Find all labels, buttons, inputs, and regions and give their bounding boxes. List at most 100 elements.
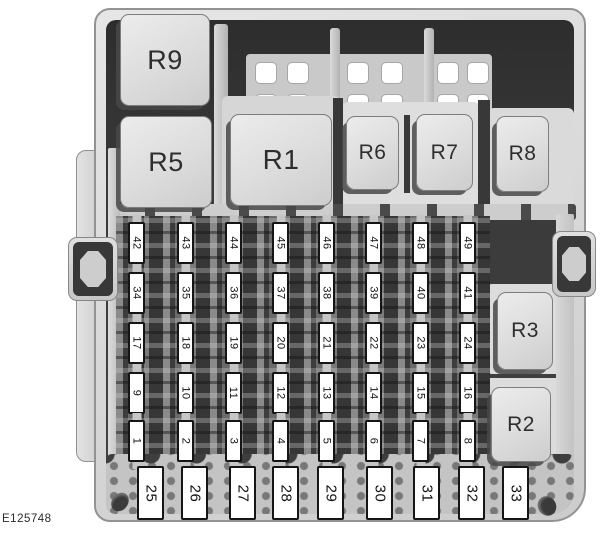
- empty-relay-slot: [347, 62, 369, 84]
- fuse-14: 14: [365, 372, 382, 414]
- fuse-6: 6: [365, 420, 382, 462]
- fuse-number: 4: [274, 437, 287, 445]
- fuse-number: 48: [414, 236, 427, 250]
- fuse-number: 21: [320, 336, 333, 350]
- fuse-number: 29: [322, 484, 339, 502]
- fuse-number: 37: [274, 286, 287, 300]
- relay-label: R8: [508, 142, 537, 165]
- fuse-number: 25: [142, 484, 159, 502]
- fuse-9: 9: [128, 372, 145, 414]
- fuse-48: 48: [412, 222, 429, 264]
- fuse-7: 7: [412, 420, 429, 462]
- fuse-number: 14: [367, 386, 380, 400]
- fuse-18: 18: [177, 322, 194, 364]
- fuse-number: 13: [320, 386, 333, 400]
- fuse-number: 49: [461, 236, 474, 250]
- mounting-ear-left: [68, 237, 118, 301]
- fuse-21: 21: [318, 322, 335, 364]
- fuse-31: 31: [413, 466, 440, 520]
- fuse-24: 24: [459, 322, 476, 364]
- fuse-number: 18: [179, 336, 192, 350]
- fuse-number: 12: [274, 386, 287, 400]
- fuse-36: 36: [225, 272, 242, 314]
- fuse-22: 22: [365, 322, 382, 364]
- fuse-number: 5: [320, 437, 333, 445]
- fuse-number: 10: [179, 386, 192, 400]
- relay-r6: R6: [346, 116, 399, 190]
- fuse-number: 44: [227, 236, 240, 250]
- fuse-3: 3: [225, 420, 242, 462]
- fuse-number: 30: [371, 484, 388, 502]
- seat-divider: [478, 100, 490, 216]
- fuse-number: 8: [461, 437, 474, 445]
- fuse-number: 6: [367, 437, 380, 445]
- fuse-16: 16: [459, 372, 476, 414]
- fuse-47: 47: [365, 222, 382, 264]
- empty-relay-slot: [437, 62, 459, 84]
- relay-label: R9: [147, 44, 183, 75]
- fuse-8: 8: [459, 420, 476, 462]
- fuse-number: 22: [367, 336, 380, 350]
- fuse-35: 35: [177, 272, 194, 314]
- fuse-15: 15: [412, 372, 429, 414]
- fuse-10: 10: [177, 372, 194, 414]
- relay-r7: R7: [416, 114, 473, 191]
- relay-r9: R9: [120, 14, 210, 106]
- fuse-30: 30: [366, 466, 393, 520]
- fuse-2: 2: [177, 420, 194, 462]
- fuse-42: 42: [128, 222, 145, 264]
- fuse-29: 29: [317, 466, 344, 520]
- relay-r2: R2: [491, 387, 551, 462]
- relay-label: R6: [358, 141, 387, 164]
- fuse-45: 45: [272, 222, 289, 264]
- fuse-number: 28: [277, 484, 294, 502]
- fuse-34: 34: [128, 272, 145, 314]
- empty-relay-slot: [467, 62, 489, 84]
- fuse-number: 7: [414, 437, 427, 445]
- fuse-number: 47: [367, 236, 380, 250]
- fuse-number: 36: [227, 286, 240, 300]
- octagon-cutout-icon: [562, 247, 586, 281]
- empty-relay-slot: [381, 62, 403, 84]
- fuse-number: 39: [367, 286, 380, 300]
- relay-label: R3: [511, 319, 539, 342]
- fuse-number: 1: [130, 437, 143, 445]
- figure-code: E125748: [2, 513, 52, 525]
- fuse-number: 19: [227, 336, 240, 350]
- fuse-27: 27: [229, 466, 256, 520]
- empty-relay-slot: [287, 62, 309, 84]
- mounting-ear-cavity: [73, 242, 113, 296]
- fuse-43: 43: [177, 222, 194, 264]
- fuse-13: 13: [318, 372, 335, 414]
- fuse-46: 46: [318, 222, 335, 264]
- octagon-cutout-icon: [80, 251, 106, 287]
- mounting-ear-right: [552, 231, 596, 297]
- fuse-23: 23: [412, 322, 429, 364]
- fuse-number: 38: [320, 286, 333, 300]
- fuse-number: 34: [130, 286, 143, 300]
- fuse-number: 2: [179, 437, 192, 445]
- fuse-number: 31: [418, 484, 435, 502]
- empty-relay-slot: [255, 62, 277, 84]
- fuse-38: 38: [318, 272, 335, 314]
- fuse-28: 28: [272, 466, 299, 520]
- mounting-ear-cavity: [557, 236, 591, 292]
- seat-divider: [333, 98, 343, 216]
- fuse-39: 39: [365, 272, 382, 314]
- fuse-25: 25: [137, 466, 164, 520]
- fuse-number: 27: [234, 484, 251, 502]
- fuse-11: 11: [225, 372, 242, 414]
- relay-label: R5: [148, 146, 184, 177]
- fuse-12: 12: [272, 372, 289, 414]
- fuse-number: 41: [461, 286, 474, 300]
- relay-label: R1: [262, 144, 300, 175]
- fuse-5: 5: [318, 420, 335, 462]
- divider-post: [424, 28, 434, 126]
- fuse-41: 41: [459, 272, 476, 314]
- fuse-number: 16: [461, 386, 474, 400]
- fuse-40: 40: [412, 272, 429, 314]
- fuse-number: 23: [414, 336, 427, 350]
- fuse-number: 32: [463, 484, 480, 502]
- fuse-number: 17: [130, 336, 143, 350]
